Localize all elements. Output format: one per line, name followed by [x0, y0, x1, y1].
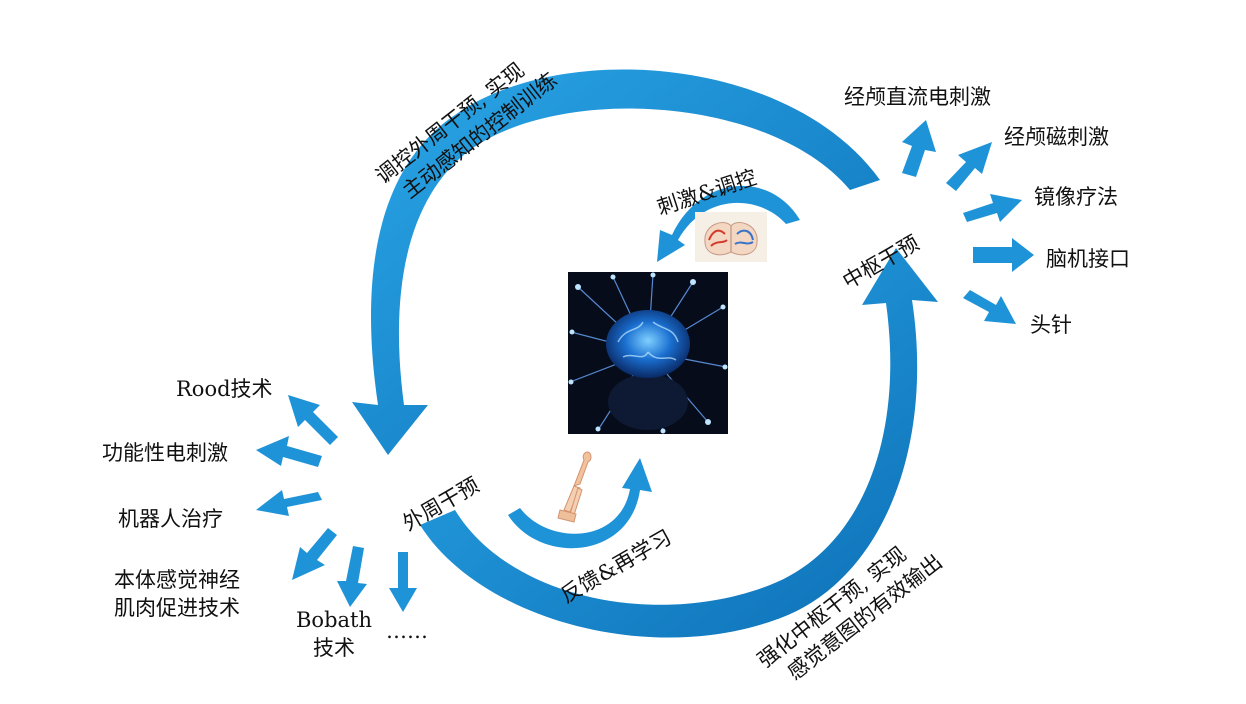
arrow-to-robot [256, 490, 322, 516]
feedback-arrow [508, 458, 652, 549]
central-method-arrows [902, 120, 1034, 324]
method-bobath-line1: Bobath [296, 608, 373, 632]
method-bci: 脑机接口 [1046, 247, 1130, 271]
method-pnf: 本体感觉神经 肌肉促进技术 [114, 566, 240, 622]
method-pnf-line1: 本体感觉神经 [114, 568, 240, 592]
arrow-to-bobath [337, 546, 367, 607]
brain-network-icon [568, 272, 728, 434]
method-tms: 经颅磁刺激 [1004, 125, 1109, 149]
method-mirror-therapy: 镜像疗法 [1034, 185, 1118, 209]
arrow-to-tms [946, 142, 992, 191]
arrow-to-fes [256, 436, 322, 467]
arrow-to-tdcs [902, 120, 936, 177]
method-bobath: Bobath 技术 [296, 606, 372, 662]
arrow-to-acupuncture [963, 290, 1016, 324]
method-more: …… [386, 619, 428, 643]
method-fes: 功能性电刺激 [102, 441, 228, 465]
lower-cycle-arrow [420, 248, 938, 638]
method-acupuncture: 头针 [1030, 313, 1072, 337]
arm-skeleton-icon [550, 448, 602, 524]
stimulate-arrow [657, 185, 800, 262]
arrow-to-bci [973, 238, 1034, 272]
upper-cycle-arrow [352, 69, 880, 455]
arrow-to-rood [288, 395, 338, 445]
arrow-to-pnf [292, 528, 337, 580]
arrow-to-mirror [963, 194, 1022, 222]
method-robot: 机器人治疗 [118, 507, 223, 531]
method-pnf-line2: 肌肉促进技术 [114, 596, 240, 620]
method-tdcs: 经颅直流电刺激 [844, 85, 991, 109]
method-bobath-line2: 技术 [313, 636, 355, 660]
peripheral-method-arrows [256, 395, 417, 612]
brain-cross-section-icon [695, 212, 767, 262]
method-rood: Rood技术 [176, 377, 273, 401]
arrow-to-more [389, 552, 417, 612]
